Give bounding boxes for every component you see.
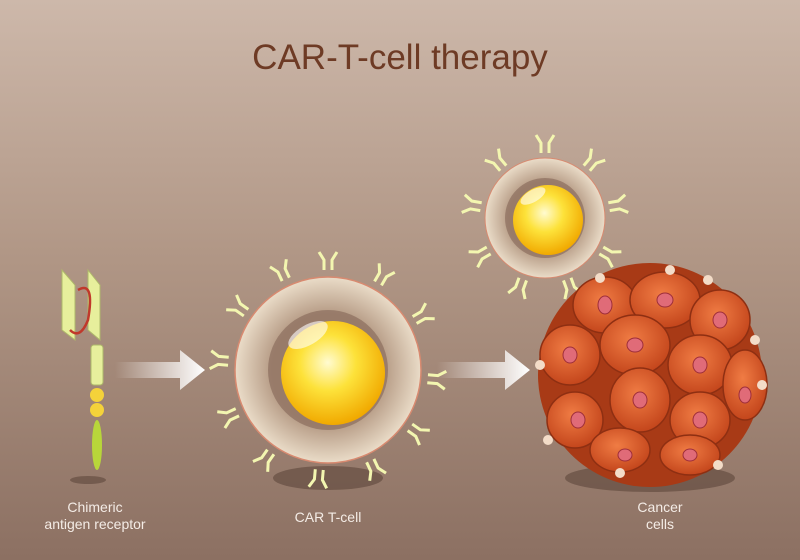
- car-t-cell: [208, 250, 448, 490]
- tcell-label: CAR T-cell: [294, 509, 362, 525]
- cancer-label: Cancer cells: [585, 499, 735, 533]
- page-title: CAR-T-cell therapy: [252, 38, 548, 77]
- cancer-label-line2: cells: [645, 516, 674, 532]
- receptor-label-line1: Chimeric: [67, 499, 123, 515]
- car-t-cell-small: [460, 133, 630, 301]
- chimeric-antigen-receptor: [61, 268, 106, 484]
- receptor-label: Chimeric antigen receptor: [20, 499, 170, 533]
- cancer-label-line1: Cancer: [637, 499, 683, 515]
- arrow-right-icon: [115, 350, 205, 390]
- cancer-cell-cluster: [535, 263, 768, 492]
- receptor-label-line2: antigen receptor: [44, 516, 146, 532]
- arrow-right-icon: [437, 350, 530, 390]
